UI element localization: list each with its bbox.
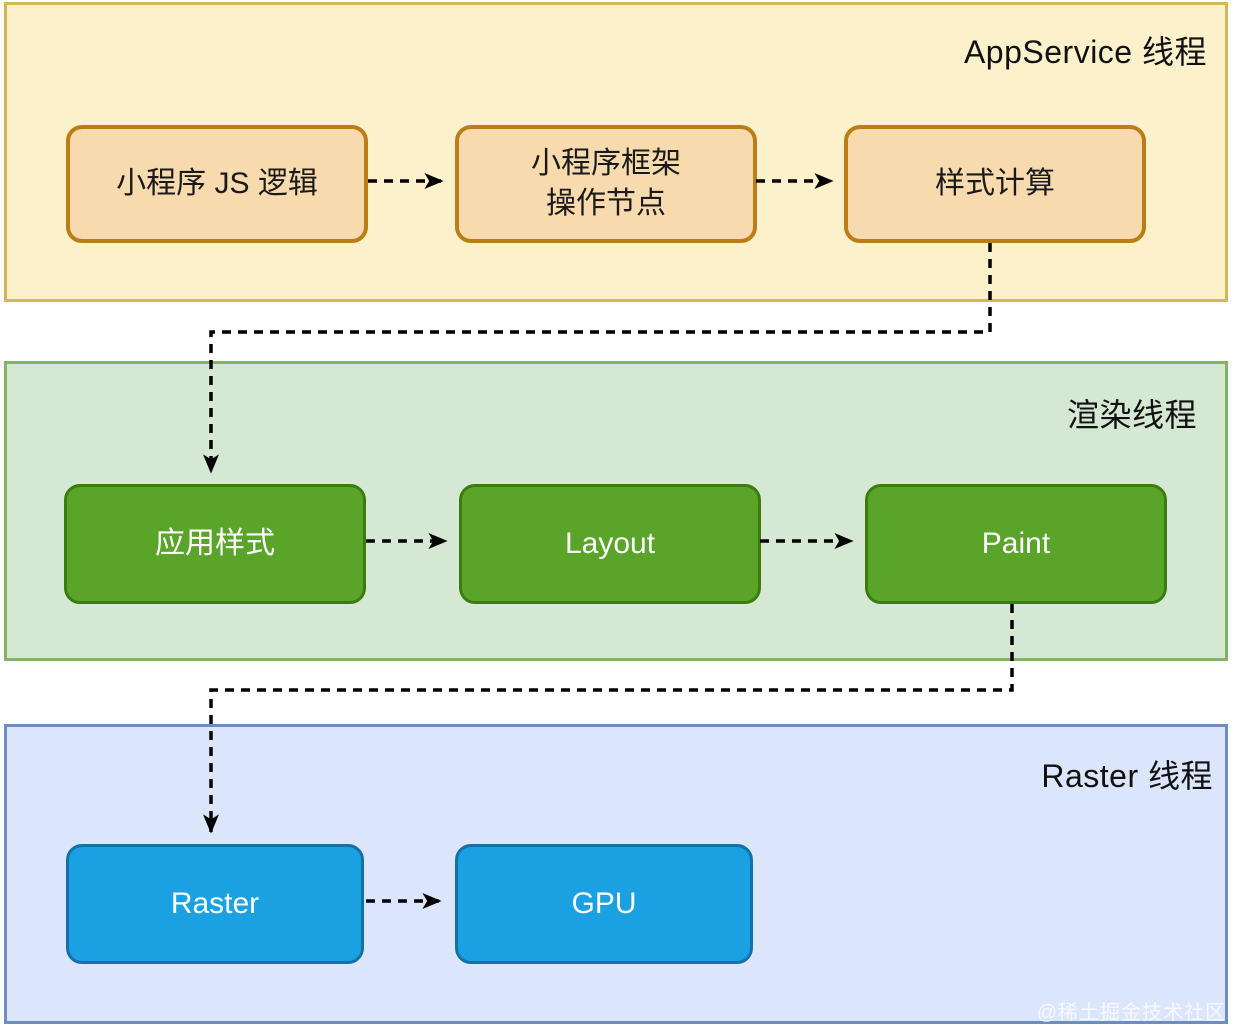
node-miniprogram-framework: 小程序框架 操作节点 [455,125,757,243]
band-render-title: 渲染线程 [1066,397,1197,433]
band-appservice-title: AppService 线程 [963,34,1207,70]
band-render-thread: 渲染线程 应用样式 Layout Paint [4,361,1228,661]
watermark: @稀土掘金技术社区 [1036,1002,1226,1024]
node-gpu: GPU [455,844,753,964]
band-appservice-thread: AppService 线程 小程序 JS 逻辑 小程序框架 操作节点 样式计算 [4,2,1228,302]
node-miniprogram-js-logic: 小程序 JS 逻辑 [66,125,368,243]
node-layout: Layout [459,484,761,604]
node-raster: Raster [66,844,364,964]
band-raster-thread: Raster 线程 Raster GPU [4,724,1228,1024]
node-style-calc: 样式计算 [844,125,1146,243]
node-apply-style: 应用样式 [64,484,366,604]
band-raster-title: Raster 线程 [1041,758,1213,794]
node-paint: Paint [865,484,1167,604]
